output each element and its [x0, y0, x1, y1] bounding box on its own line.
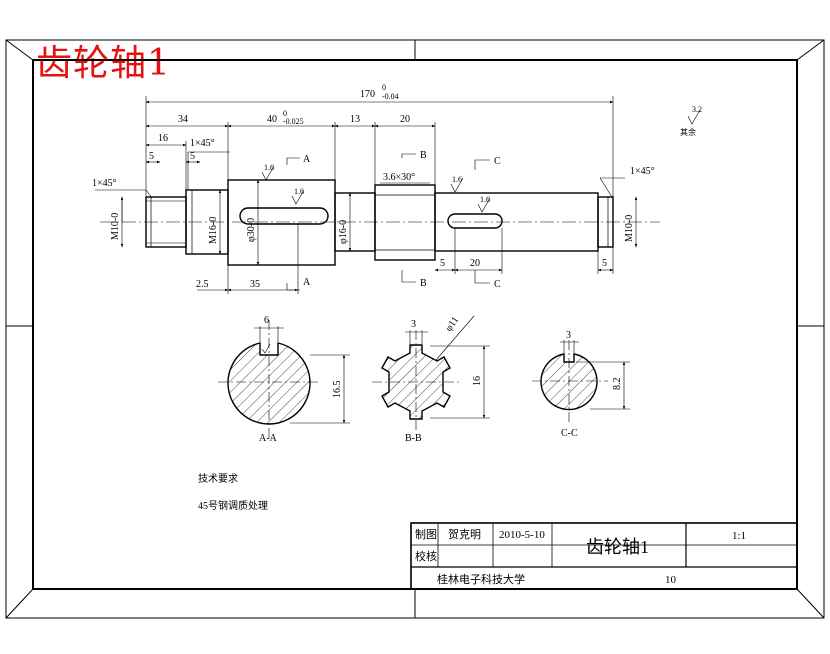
sec-bb-label: B-B [405, 433, 422, 444]
main-dimension-lines [95, 96, 701, 294]
rough-corner-note: 其余 [680, 127, 696, 137]
sec-cc-w: 3 [566, 330, 571, 341]
sec-cc-h: 8.2 [612, 378, 623, 391]
dim-5a: 5 [149, 151, 154, 162]
dim-chamfer-r: 1×45° [630, 166, 655, 177]
title-block [410, 522, 798, 590]
tb-date: 2010-5-10 [499, 529, 545, 541]
section-a-a [218, 320, 350, 440]
marker-a-top: A [303, 154, 311, 165]
dim-overall: 170 [360, 89, 375, 100]
marker-c-bottom: C [494, 279, 501, 290]
rough-c: 1.6 [452, 175, 462, 184]
tb-check-label: 校核 [415, 549, 437, 563]
section-b-b [372, 315, 490, 432]
dim-40-tol-dn: -0.025 [283, 117, 304, 126]
sec-bb-d: 16 [472, 376, 483, 386]
tb-number: 10 [665, 574, 677, 586]
dim-m10-left: M10-0 [110, 213, 121, 240]
marker-c-top: C [494, 156, 501, 167]
sec-cc-label: C-C [561, 428, 578, 439]
dim-5d: 5 [602, 258, 607, 269]
shaft-main-view [100, 179, 660, 266]
rough-b: 1.6 [294, 187, 304, 196]
dim-phi30: φ30-0 [246, 218, 257, 242]
dim-40-tol-up: 0 [283, 109, 287, 118]
rough-a: 1.6 [264, 163, 274, 172]
dim-5c: 5 [440, 258, 445, 269]
main-dimension-text: 170 0 -0.04 34 40 0 -0.025 13 20 16 5 5 … [92, 83, 702, 290]
dim-20a: 20 [400, 114, 410, 125]
sec-bb-phi: φ11 [443, 315, 461, 334]
sec-aa-w: 6 [264, 315, 269, 326]
dim-5b: 5 [190, 151, 195, 162]
dim-chamfer-l: 1×45° [92, 178, 117, 189]
section-c-c [532, 340, 630, 422]
dim-spline: 3.6×30° [383, 172, 415, 183]
dim-m16: M16-0 [208, 217, 219, 244]
rough-e: 1.6 [480, 195, 490, 204]
tb-scale: 1:1 [732, 530, 746, 542]
dim-overall-tol-dn: -0.04 [382, 92, 399, 101]
dim-2-5: 2.5 [196, 279, 209, 290]
marker-a-bottom: A [303, 277, 311, 288]
dim-35: 35 [250, 279, 260, 290]
rough-corner: 3.2 [692, 105, 702, 114]
dim-13: 13 [350, 114, 360, 125]
sec-bb-w: 3 [411, 319, 416, 330]
dim-overall-tol-up: 0 [382, 83, 386, 92]
tb-drawn-label: 制图 [415, 528, 437, 541]
dim-40: 40 [267, 114, 277, 125]
dim-phi16: φ16-0 [338, 220, 349, 244]
tb-drawn-name: 贺克明 [448, 528, 481, 541]
dim-20b: 20 [470, 258, 480, 269]
notes-line1: 45号钢调质处理 [198, 499, 268, 512]
sec-aa-h: 16.5 [332, 381, 343, 399]
dim-34: 34 [178, 114, 188, 125]
dim-chamfer-m: 1×45° [190, 138, 215, 149]
sec-aa-label: A-A [259, 433, 278, 444]
marker-b-top: B [420, 150, 427, 161]
sheet-title: 齿轮轴1 [36, 43, 171, 84]
dim-m10-right: M10-0 [624, 215, 635, 242]
tb-part-name: 齿轮轴1 [586, 537, 649, 557]
dim-16: 16 [158, 133, 168, 144]
marker-b-bottom: B [420, 278, 427, 289]
notes-heading: 技术要求 [198, 472, 238, 485]
tb-school: 桂林电子科技大学 [437, 572, 525, 586]
